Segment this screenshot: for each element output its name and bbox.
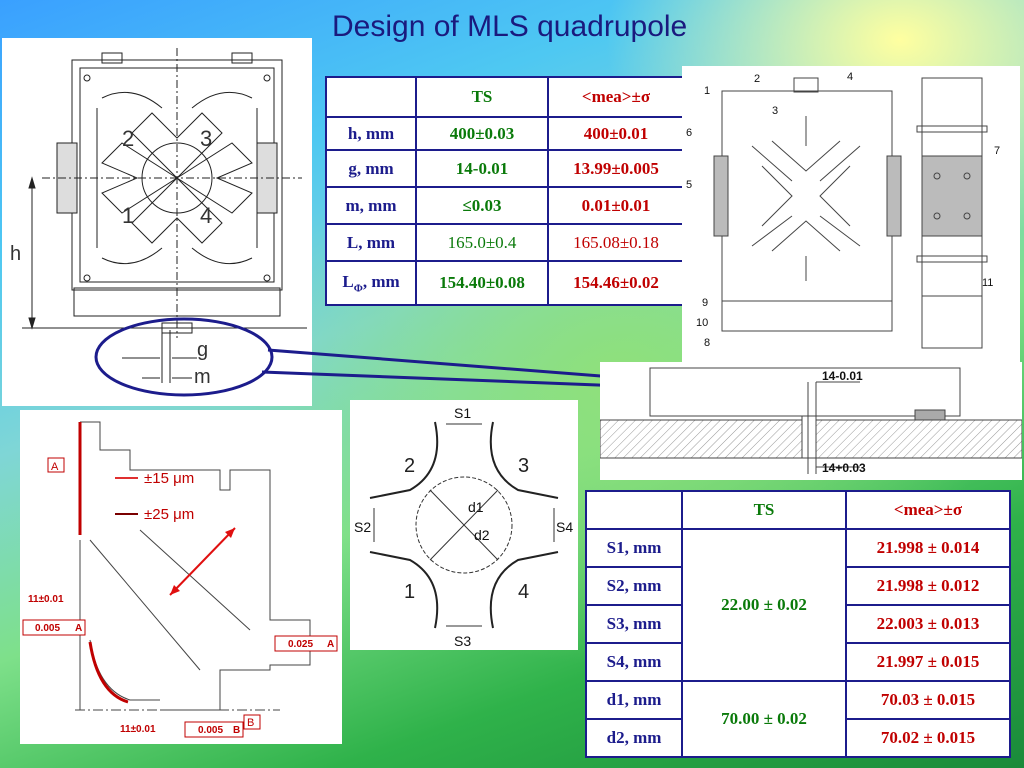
legend-25um: ±25 μm	[144, 506, 194, 523]
gap-detail-drawing: 14-0.01 14+0.03	[599, 362, 1023, 480]
quadrant-label: 2	[404, 455, 415, 477]
pole-profile-drawing: ±15 μm ±25 μm A 11±0.01 0.005 A 0.025 A …	[20, 410, 342, 744]
tolerance-ref: B	[233, 725, 240, 736]
table-row: S2, mm 21.998 ± 0.012	[585, 566, 1011, 606]
h-dimension-label: h	[10, 243, 21, 265]
quadrupole-cross-section-drawing: 2 3 1 4 h g m	[2, 38, 312, 406]
table-header-ts: TS	[681, 490, 847, 530]
dimension-label: 11±0.01	[120, 724, 156, 735]
tolerance-ref: A	[327, 639, 334, 650]
part-label: 2	[754, 73, 760, 85]
detail-bottom-dimension: 14+0.03	[822, 461, 866, 475]
quadrant-label: 1	[404, 581, 415, 603]
table-header-mea: <mea>±σ	[547, 76, 685, 118]
quadrant-label: 2	[122, 126, 134, 151]
quadrant-label: 3	[518, 455, 529, 477]
table-row: g, mm 14-0.01 13.99±0.005	[325, 149, 685, 188]
s4-label: S4	[556, 519, 573, 535]
tolerance-value: 0.005	[35, 623, 60, 634]
table-row: h, mm 400±0.03 400±0.01	[325, 116, 685, 151]
part-label: 4	[847, 71, 853, 83]
table-row: d1, mm 70.00 ± 0.02 70.03 ± 0.015	[585, 680, 1011, 758]
table-row: d2, mm 70.02 ± 0.015	[585, 718, 1011, 758]
ts-group-d: 70.00 ± 0.02	[681, 680, 847, 758]
quadrant-label: 1	[122, 203, 134, 228]
tolerance-value: 0.005	[198, 725, 223, 736]
part-label: 8	[704, 337, 710, 349]
table-row: S3, mm 22.003 ± 0.013	[585, 604, 1011, 644]
table-row: LΦ, mm 154.40±0.08 154.46±0.02	[325, 260, 685, 306]
d1-label: d1	[468, 499, 484, 515]
dimension-label: 11±0.01	[28, 594, 64, 605]
part-label: 11	[982, 277, 993, 289]
quadrant-label: 4	[200, 203, 212, 228]
table-row-label: LΦ, mm	[325, 260, 417, 306]
s1-label: S1	[454, 405, 471, 421]
quadrant-label: 3	[200, 126, 212, 151]
part-label: 6	[686, 127, 692, 139]
table-header-empty	[585, 490, 683, 530]
geometry-table: TS <mea>±σ h, mm 400±0.03 400±0.01 g, mm…	[325, 76, 685, 306]
table-row: L, mm 165.0±0.4 165.08±0.18	[325, 223, 685, 262]
table-row: m, mm ≤0.03 0.01±0.01	[325, 186, 685, 225]
quadrupole-parts-drawing: 1 2 3 4 5 6 7 8 9 10 11	[682, 66, 1020, 362]
m-dimension-label: m	[194, 366, 211, 388]
ts-group-s: 22.00 ± 0.02	[681, 528, 847, 682]
d2-label: d2	[474, 527, 490, 543]
aperture-drawing: S1 S3 S2 S4 d1 d2 2 3 1 4	[350, 400, 578, 650]
part-label: 5	[686, 179, 692, 191]
part-label: 9	[702, 297, 708, 309]
s3-label: S3	[454, 633, 471, 649]
datum-a: A	[51, 461, 59, 473]
part-label: 1	[704, 85, 710, 97]
table-header-mea: <mea>±σ	[845, 490, 1011, 530]
table-row: S4, mm 21.997 ± 0.015	[585, 642, 1011, 682]
detail-top-dimension: 14-0.01	[822, 369, 863, 383]
table-header-empty	[325, 76, 417, 118]
tolerance-ref: A	[75, 623, 82, 634]
aperture-table: TS <mea>±σ S1, mm 22.00 ± 0.02 21.998 ± …	[585, 490, 1011, 758]
quadrant-label: 4	[518, 581, 529, 603]
s2-label: S2	[354, 519, 371, 535]
part-label: 7	[994, 145, 1000, 157]
tolerance-value: 0.025	[288, 639, 313, 650]
page-title: Design of MLS quadrupole	[332, 10, 688, 43]
table-row: S1, mm 22.00 ± 0.02 21.998 ± 0.014	[585, 528, 1011, 682]
part-label: 3	[772, 105, 778, 117]
legend-15um: ±15 μm	[144, 470, 194, 487]
part-label: 10	[696, 317, 708, 329]
g-dimension-label: g	[197, 339, 208, 361]
datum-b: B	[247, 717, 254, 729]
table-header-ts: TS	[415, 76, 549, 118]
